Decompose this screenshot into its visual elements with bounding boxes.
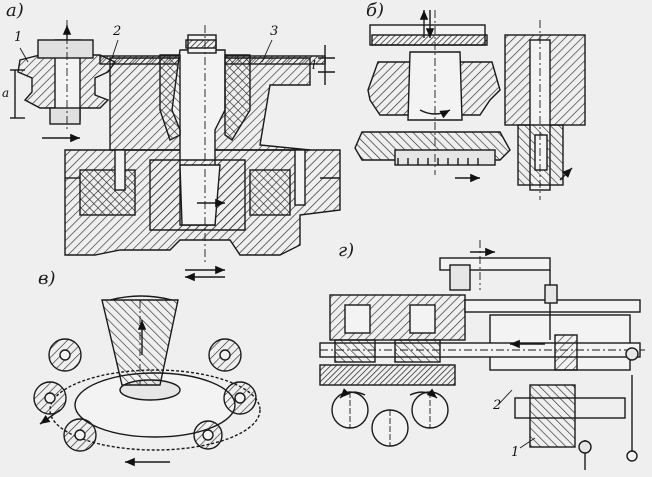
panel-label-v: в)	[38, 268, 56, 289]
callout-g-1: 1	[511, 445, 520, 460]
panel-b-drawing	[354, 9, 586, 200]
callout-g-2: 2	[493, 398, 502, 413]
panel-label-b: б)	[366, 0, 385, 21]
panel-g-drawing	[319, 240, 645, 470]
callout-a-2: 2	[113, 24, 122, 39]
dimension-l: l	[312, 58, 316, 72]
callout-a-3: 3	[270, 24, 279, 39]
panel-a-drawing	[10, 20, 341, 282]
panel-label-g: г)	[338, 240, 355, 261]
panel-v-drawing	[33, 295, 261, 467]
dimension-a: a	[2, 86, 10, 100]
panel-label-a: а)	[6, 0, 24, 21]
callout-a-1: 1	[14, 30, 23, 45]
